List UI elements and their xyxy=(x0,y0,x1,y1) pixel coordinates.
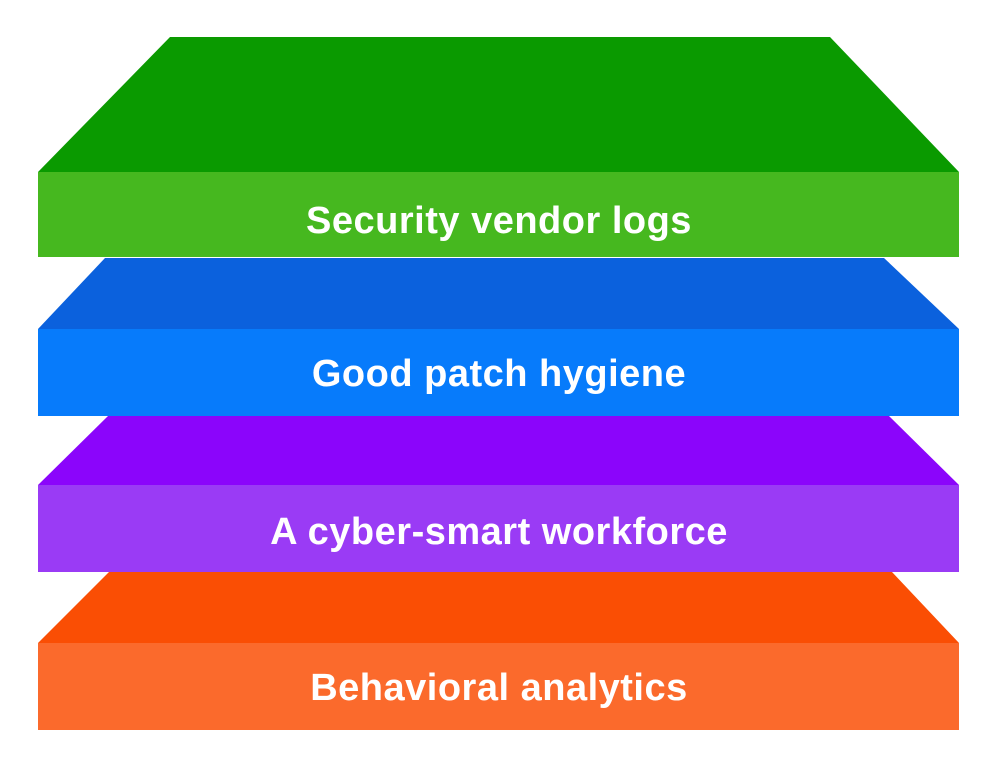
layer-label: A cyber-smart workforce xyxy=(270,511,728,553)
layer-front-face xyxy=(38,485,959,572)
layer-front-face xyxy=(38,172,959,257)
layer-front-face xyxy=(38,329,959,416)
layer-label: Good patch hygiene xyxy=(312,353,686,395)
layer-a-cyber-smart-workforce: A cyber-smart workforce xyxy=(38,416,959,572)
layer-label: Security vendor logs xyxy=(306,200,692,242)
layer-top-face xyxy=(38,37,959,172)
layer-top-face xyxy=(38,416,959,485)
layer-front-face xyxy=(38,643,959,730)
layer-behavioral-analytics: Behavioral analytics xyxy=(38,572,959,730)
layer-top-face xyxy=(38,258,959,329)
layer-security-vendor-logs: Security vendor logs xyxy=(38,37,959,257)
layer-good-patch-hygiene: Good patch hygiene xyxy=(38,258,959,416)
layer-label: Behavioral analytics xyxy=(310,667,688,709)
layer-top-face xyxy=(38,572,959,643)
